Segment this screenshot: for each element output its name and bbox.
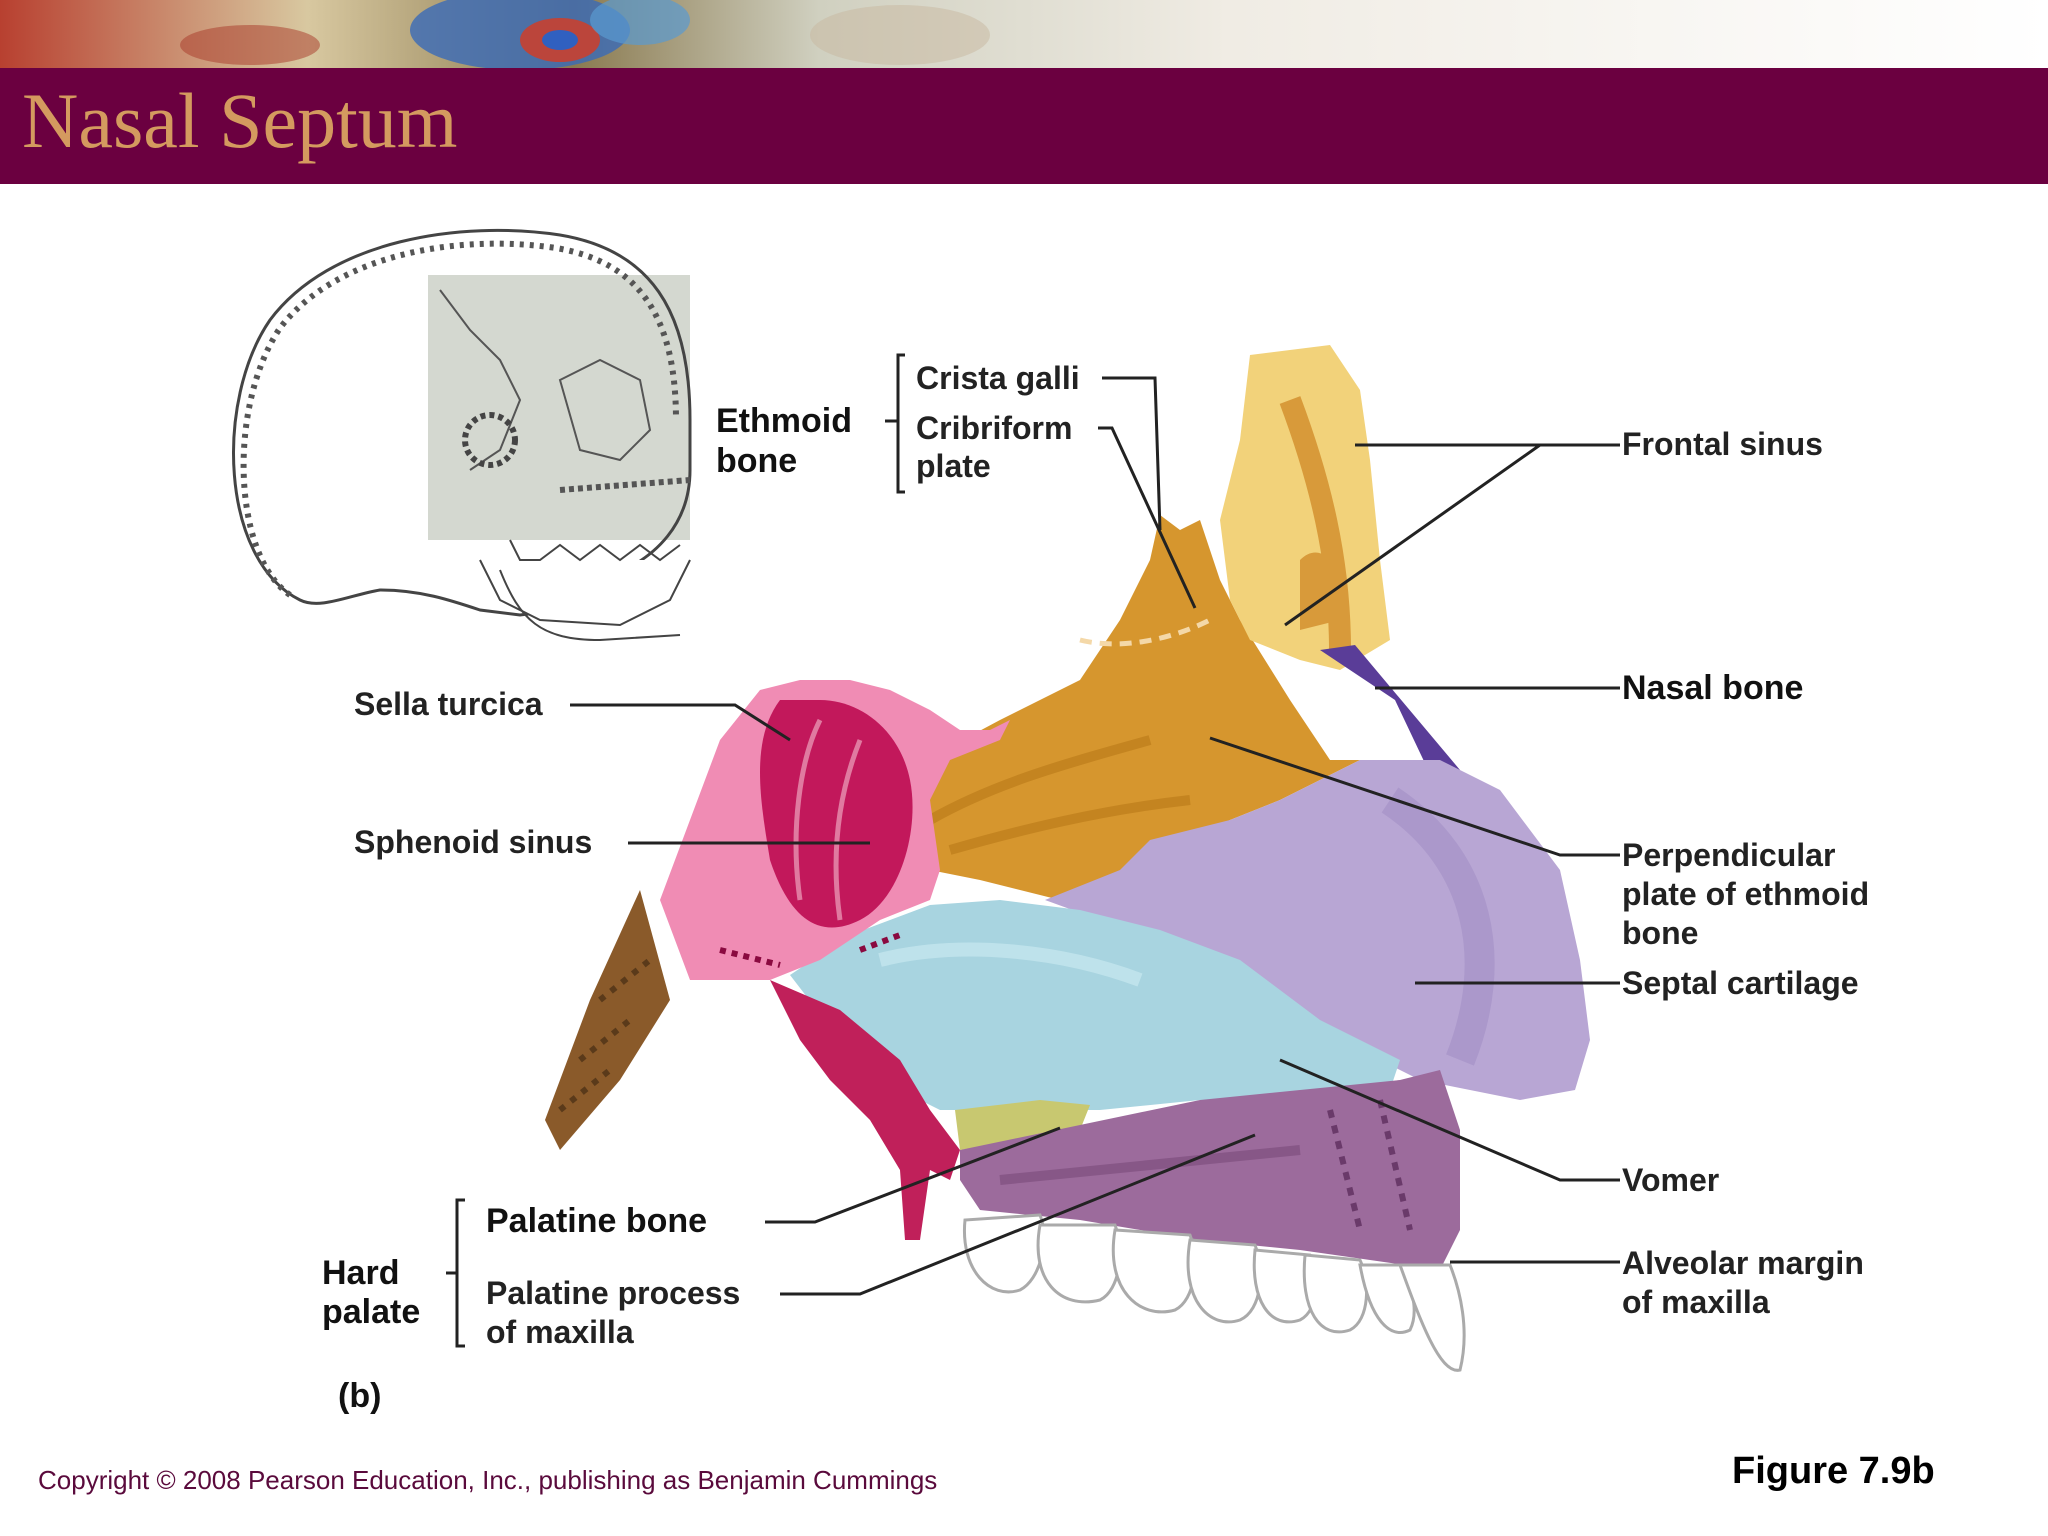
soft-palate-shape: [770, 980, 960, 1240]
clivus-region: [545, 890, 670, 1150]
label-crista-galli: Crista galli: [916, 360, 1080, 396]
label-palatine-bone: Palatine bone: [486, 1202, 708, 1240]
label-hard-palate: Hard: [322, 1254, 400, 1292]
page-title: Nasal Septum: [22, 77, 458, 164]
nasal-bone-shape: [1320, 645, 1460, 795]
skull-thumbnail: [232, 228, 692, 642]
label-nasal-bone: Nasal bone: [1622, 669, 1804, 707]
leader-lines: [446, 353, 1620, 1348]
teeth: [962, 1213, 1466, 1372]
figure-label: Figure 7.9b: [1732, 1450, 1935, 1492]
label-frontal-sinus: Frontal sinus: [1622, 426, 1823, 462]
anatomy-figure: [232, 228, 1620, 1372]
panel-label: (b): [338, 1377, 382, 1415]
label-cribriform-plate: Cribriform: [916, 410, 1073, 446]
decorative-banner: [0, 0, 2048, 68]
ethmoid-bone-shape: [920, 515, 1360, 900]
label-alveolar-margin-2: of maxilla: [1622, 1284, 1770, 1320]
palatine-bone-shape: [955, 1100, 1090, 1150]
title-bar: Nasal Septum: [0, 68, 2048, 184]
label-cribriform-plate-2: plate: [916, 448, 991, 484]
maxilla-shape: [960, 1070, 1460, 1270]
label-sphenoid-sinus: Sphenoid sinus: [354, 824, 593, 860]
label-palatine-process-2: of maxilla: [486, 1314, 634, 1350]
label-ethmoid-bone: Ethmoid: [716, 402, 852, 440]
label-septal-cartilage: Septal cartilage: [1622, 965, 1859, 1001]
label-alveolar-margin: Alveolar margin: [1622, 1245, 1864, 1281]
label-perpendicular-plate-3: bone: [1622, 915, 1699, 951]
label-ethmoid-bone-2: bone: [716, 442, 798, 480]
label-vomer: Vomer: [1622, 1162, 1720, 1198]
label-hard-palate-2: palate: [322, 1293, 421, 1331]
copyright-notice: Copyright © 2008 Pearson Education, Inc.…: [38, 1465, 938, 1495]
label-perpendicular-plate-2: plate of ethmoid: [1622, 876, 1870, 912]
label-perpendicular-plate: Perpendicular: [1622, 837, 1836, 873]
label-palatine-process: Palatine process: [486, 1275, 741, 1311]
label-sella-turcica: Sella turcica: [354, 686, 543, 722]
